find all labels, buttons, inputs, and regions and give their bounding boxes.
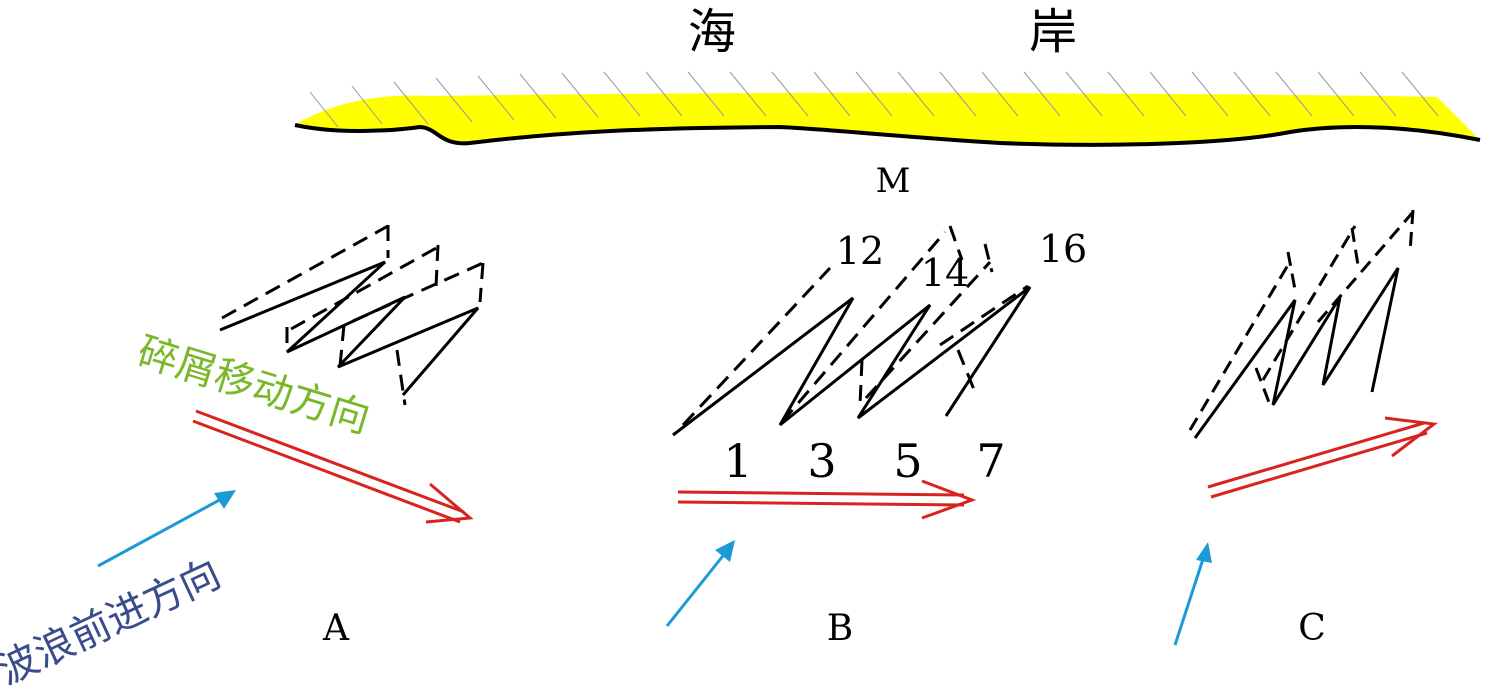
beach-band <box>295 92 1480 145</box>
panel-b-wave-arrow <box>665 540 735 627</box>
panel-b-number-14: 14 <box>921 251 969 295</box>
panel-c-dashed-traces <box>1188 209 1415 431</box>
panel-b-dashed-traces <box>681 225 1029 427</box>
panel-a-dashed-traces <box>221 224 485 406</box>
panel-a-debris-arrow <box>192 409 474 524</box>
debris-direction-label: 碎屑移动方向 <box>132 329 375 443</box>
panel-b-number-1: 1 <box>723 434 752 488</box>
panel-c-debris-arrow <box>1207 416 1438 499</box>
panel-b-number-7: 7 <box>976 434 1005 488</box>
shore-label-m: M <box>876 161 911 201</box>
panel-b-number-3: 3 <box>807 434 836 488</box>
panel-b-zigzag <box>672 225 1032 437</box>
panel-b-label: B <box>827 608 853 649</box>
panel-a-zigzag <box>219 224 485 406</box>
title-char-shore: 岸 <box>1029 4 1077 60</box>
shore-hatching <box>309 71 1439 128</box>
panel-c-swash-path <box>1193 267 1400 439</box>
panel-c-zigzag <box>1188 209 1415 439</box>
panel-b-debris-arrow <box>677 479 977 520</box>
panel-a-wave-arrow <box>97 490 236 568</box>
title-char-sea: 海 <box>688 4 736 60</box>
panel-b-number-12: 12 <box>836 229 884 273</box>
panel-a-label: A <box>322 608 350 649</box>
wave-direction-label: 波浪前进方向 <box>0 551 228 694</box>
coastline <box>294 71 1481 147</box>
shoreline-edge <box>294 123 1481 147</box>
panel-b-swash-path <box>672 285 1032 437</box>
panel-b-number-16: 16 <box>1039 227 1087 271</box>
panel-b-numbers: 12 14 16 1 3 5 7 <box>723 227 1087 488</box>
panel-c-wave-arrow <box>1173 542 1212 646</box>
panel-c-label: C <box>1298 608 1326 649</box>
panel-b-number-5: 5 <box>893 434 922 488</box>
